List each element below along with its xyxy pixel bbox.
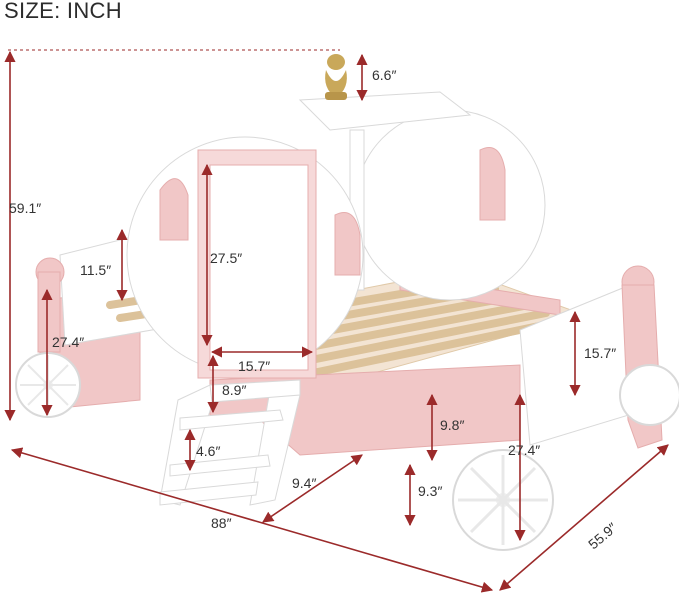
carriage-dome-back (354, 109, 546, 301)
step-height-label: 8.9″ (222, 382, 247, 398)
side-rail-height-label: 9.8″ (440, 417, 465, 433)
crown-height-label: 6.6″ (372, 67, 397, 83)
length-label: 88″ (211, 515, 232, 531)
door-height-label: 27.5″ (210, 250, 243, 266)
guard-height-label: 11.5″ (80, 262, 112, 278)
door-width-label: 15.7″ (238, 358, 271, 374)
right-back-wheel (619, 364, 679, 426)
left-front-wheel (15, 352, 81, 418)
canopy-roof (298, 91, 472, 131)
dimension-lines (4, 50, 669, 593)
length-line (10, 447, 494, 593)
width-line (499, 444, 669, 591)
right-side-height-label: 27.4″ (508, 442, 541, 458)
front-right-window (334, 212, 361, 276)
size-unit-title: SIZE: INCH (4, 0, 122, 23)
ladder (159, 379, 301, 506)
ladder-step-label: 4.6″ (196, 443, 221, 459)
door-opening (209, 164, 309, 371)
clearance-label: 9.3″ (418, 483, 443, 499)
back-window (479, 147, 506, 221)
crown-ornament (325, 54, 347, 100)
right-front-wheel (452, 449, 554, 551)
total-height-label: 59.1″ (9, 200, 42, 216)
ladder-offset-label: 9.4″ (292, 475, 317, 491)
front-left-window (159, 178, 189, 241)
footboard-height-label: 15.7″ (584, 345, 617, 361)
left-side-height-label: 27.4″ (52, 334, 85, 350)
